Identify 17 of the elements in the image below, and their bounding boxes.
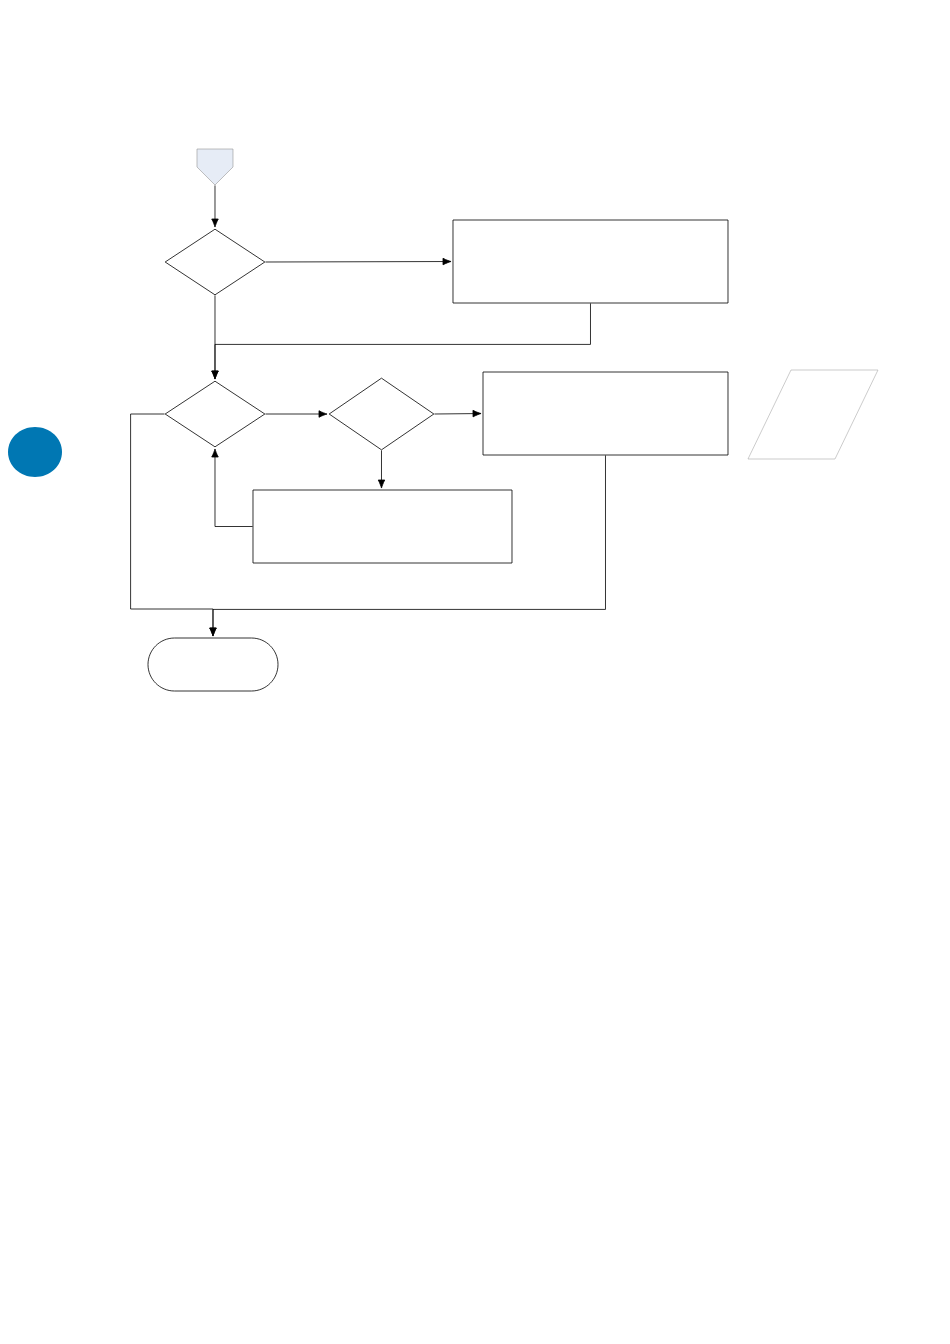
- decision-diamond: [328, 377, 435, 451]
- arrow: [211, 185, 219, 228]
- off-page-connector: [196, 148, 234, 186]
- decision-diamond: [164, 380, 266, 448]
- arrow: [265, 410, 328, 418]
- arrow: [211, 448, 253, 527]
- arrow: [265, 257, 452, 266]
- arrow: [211, 303, 591, 380]
- terminator-shape: [147, 637, 279, 692]
- process-box: [482, 371, 729, 456]
- data-parallelogram: [747, 369, 879, 460]
- process-box: [452, 219, 729, 304]
- arrow: [209, 455, 606, 637]
- process-box: [252, 489, 513, 564]
- decision-diamond: [164, 228, 266, 296]
- arrow: [434, 409, 482, 418]
- arrow: [377, 450, 386, 489]
